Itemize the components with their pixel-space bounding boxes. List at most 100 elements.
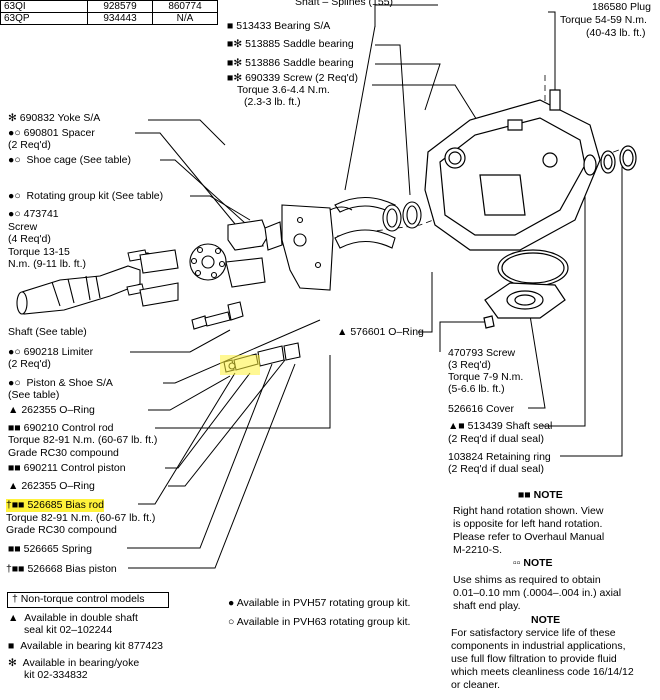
leader-line bbox=[148, 375, 231, 411]
note2-line: 0.01–0.10 mm (.0004–.004 in.) axial bbox=[453, 587, 622, 599]
leader-line bbox=[540, 175, 586, 427]
leader-line bbox=[527, 302, 546, 409]
shaft-seal-part bbox=[583, 154, 597, 176]
note1-line: Right hand rotation shown. View bbox=[453, 505, 604, 517]
label-screw-qty: (4 Req'd) bbox=[8, 233, 51, 245]
label-526685-grade: Grade RC30 compound bbox=[6, 524, 117, 536]
label-690218: ●○ 690218 Limiter bbox=[8, 346, 94, 358]
symbol-square: ■ bbox=[227, 20, 234, 32]
note2-line: Use shims as required to obtain bbox=[453, 574, 601, 586]
yoke-part bbox=[281, 204, 334, 291]
leader-line bbox=[138, 372, 236, 505]
leader-line bbox=[130, 329, 231, 353]
leader-line bbox=[190, 195, 251, 221]
control-rod-part bbox=[204, 311, 231, 327]
note1-line: is opposite for left hand rotation. bbox=[453, 518, 603, 530]
label-262355b: ▲ 262355 O–Ring bbox=[8, 480, 95, 492]
leader-line bbox=[163, 319, 321, 384]
label-526685-highlighted: †■■ 526685 Bias rod bbox=[6, 499, 104, 512]
leader-line bbox=[418, 272, 433, 333]
saddle-bearing-part bbox=[334, 229, 396, 249]
label-screw-torque-lbft: N.m. (9-11 lb. ft.) bbox=[8, 258, 86, 270]
label-piston-shoe: ●○ Piston & Shoe S/A bbox=[8, 377, 113, 389]
top-partial-label: Shaft – Splines (155) bbox=[295, 0, 394, 8]
leader-line bbox=[168, 359, 286, 487]
note1-line: M-2210-S. bbox=[453, 544, 503, 556]
legend-pvh63: ○ Available in PVH63 rotating group kit. bbox=[228, 616, 411, 628]
label-screw-torque: Torque 13-15 bbox=[8, 246, 70, 258]
label-690339-torque-lbft: (2.3-3 lb. ft.) bbox=[244, 96, 301, 108]
note3-line: components in industrial applications, bbox=[451, 640, 626, 652]
limiter-part bbox=[225, 257, 266, 288]
note1-line: Please refer to Overhaul Manual bbox=[453, 531, 605, 543]
label-103824-qty: (2 Req'd if dual seal) bbox=[448, 463, 544, 475]
leader-line bbox=[127, 363, 273, 549]
label-690339: ■✻ 690339 Screw (2 Req'd) bbox=[227, 72, 358, 84]
kit-table: 63QI 928579 860774 63QP 934443 N/A bbox=[0, 0, 218, 25]
leader-line bbox=[439, 321, 488, 352]
spacer-part bbox=[264, 221, 283, 251]
note3-line: which meets cleanliness code 16/14/12 bbox=[451, 666, 634, 678]
bias-rod-highlight bbox=[220, 355, 260, 375]
label-470793: 470793 Screw bbox=[448, 347, 516, 359]
symbol-square: ■ bbox=[227, 38, 234, 50]
label-piston-shoe-qty: (See table) bbox=[8, 389, 60, 401]
note3-line: For satisfactory service life of these bbox=[451, 627, 616, 639]
leader-line bbox=[560, 165, 623, 457]
leader-line bbox=[372, 84, 481, 126]
leader-line bbox=[155, 355, 331, 429]
label-576601: ▲ 576601 O–Ring bbox=[337, 326, 424, 338]
legend-pvh57: ● Available in PVH57 rotating group kit. bbox=[228, 597, 411, 609]
table-row: 63QP 934443 N/A bbox=[0, 12, 218, 25]
label-513886: ■✻ 513886 Saddle bearing bbox=[227, 57, 354, 69]
label-690832: ✻ 690832 Yoke S/A bbox=[8, 112, 101, 124]
label-513885: ■✻ 513885 Saddle bearing bbox=[227, 38, 354, 50]
label-526685-torque: Torque 82-91 N.m. (60-67 lb. ft.) bbox=[6, 512, 156, 524]
spacer-part bbox=[227, 219, 269, 251]
note3-line: use full flow filtration to provide flui… bbox=[451, 653, 617, 665]
leader-line bbox=[160, 159, 256, 233]
shaft-part bbox=[16, 265, 141, 315]
label-690210: ■■ 690210 Control rod bbox=[8, 422, 114, 434]
plug-part bbox=[507, 119, 523, 131]
shoe-cage-part bbox=[139, 249, 179, 274]
leader-line bbox=[375, 44, 411, 196]
label-470793-torque-lbft: (5-6.6 lb. ft.) bbox=[448, 383, 505, 395]
note2-line: shaft end play. bbox=[453, 600, 521, 612]
leader-line bbox=[165, 372, 251, 469]
leader-line bbox=[344, 25, 376, 191]
leader-line bbox=[548, 11, 556, 90]
leader-line bbox=[375, 63, 441, 111]
label-526616: 526616 Cover bbox=[448, 403, 514, 415]
symbol-asterisk: ✻ bbox=[233, 38, 243, 50]
note-heading-1: ■■ NOTE bbox=[518, 489, 563, 501]
label-690210-grade: Grade RC30 compound bbox=[8, 447, 119, 459]
leader-line bbox=[148, 119, 226, 146]
table-row: 63QI 928579 860774 bbox=[0, 0, 218, 13]
label-526668: †■■ 526668 Bias piston bbox=[6, 563, 117, 575]
screw-470793-part bbox=[483, 315, 495, 329]
shoe-cage-part bbox=[139, 282, 179, 307]
label-690210-torque: Torque 82-91 N.m. (60-67 lb. ft.) bbox=[8, 434, 158, 446]
legend-yoke-kit-number: kit 02-334832 bbox=[24, 669, 88, 681]
nontorque-legend-box bbox=[7, 592, 169, 608]
label-shaft: Shaft (See table) bbox=[8, 326, 87, 338]
legend-double-shaft: ▲ Available in double shaft bbox=[8, 612, 138, 624]
spring-part bbox=[257, 345, 285, 367]
label-186580-torque-lbft: (40-43 lb. ft.) bbox=[586, 27, 646, 39]
leader-line bbox=[128, 363, 296, 569]
label-690339-torque: Torque 3.6-4.4 N.m. bbox=[237, 84, 330, 96]
note-heading-3: NOTE bbox=[531, 614, 561, 626]
label-690801: ●○ 690801 Spacer bbox=[8, 127, 95, 139]
bias-piston-part bbox=[283, 342, 301, 361]
label-103824: 103824 Retaining ring bbox=[448, 451, 551, 463]
model-cell: 63QP bbox=[0, 12, 88, 25]
pump-housing bbox=[424, 89, 601, 251]
label-513433: ■ 513433 Bearing S/A bbox=[227, 20, 331, 32]
note-heading-2: ▫▫ NOTE bbox=[513, 557, 553, 569]
leader-line bbox=[135, 132, 241, 231]
label-186580-torque: Torque 54-59 N.m. bbox=[560, 14, 647, 26]
legend-yoke-kit: ✻ Available in bearing/yoke bbox=[8, 657, 140, 669]
label-186580: 186580 Plug bbox=[592, 1, 651, 13]
value-cell: N/A bbox=[152, 12, 218, 25]
